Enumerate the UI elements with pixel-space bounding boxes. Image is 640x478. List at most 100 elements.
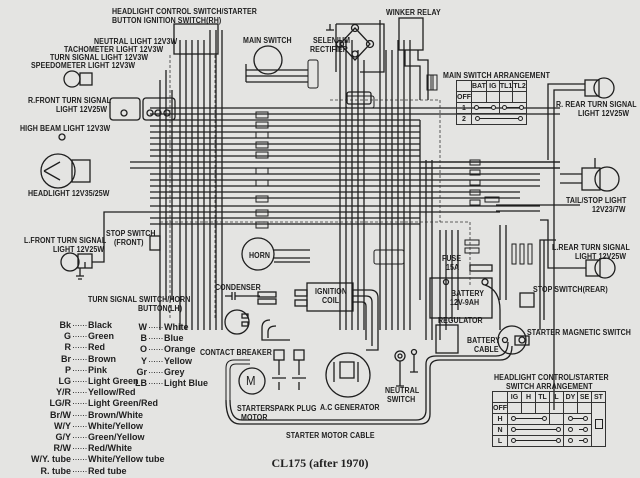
legend-dots: ······ bbox=[148, 366, 163, 377]
headlight-switch-header-row: IG H TL L DY SE ST bbox=[492, 391, 606, 403]
ignition-coil-box bbox=[306, 282, 354, 312]
legend-entry: Bk······Black bbox=[25, 320, 165, 331]
starter-magnetic-switch bbox=[497, 325, 527, 355]
starter-motor-body bbox=[238, 367, 266, 395]
legend-entry: W/Y. tube······White/Yellow tube bbox=[25, 454, 165, 465]
legend-color-name: Red/White bbox=[87, 443, 132, 454]
main-switch-row-off: OFF bbox=[456, 91, 527, 103]
legend-code: Br bbox=[60, 353, 71, 364]
header-tl: TL bbox=[535, 391, 550, 403]
l-rear-turn-signal-lamp bbox=[594, 257, 616, 279]
connection-ig-tl bbox=[507, 413, 550, 425]
legend-code: R bbox=[64, 342, 72, 353]
fuse-label: FUSE bbox=[442, 254, 462, 263]
legend-code: W bbox=[138, 322, 148, 332]
main-wire-harness bbox=[130, 20, 560, 340]
legend-entry: W······White bbox=[125, 322, 208, 333]
ignition-coil-label: IGNITION bbox=[315, 287, 347, 296]
legend-code: P bbox=[64, 364, 71, 375]
legend-dots: ······ bbox=[72, 320, 87, 330]
legend-entry: R······Red bbox=[25, 342, 165, 353]
legend-code: B bbox=[140, 333, 148, 344]
main-switch-header-row: BAT IG TL1 TL2 bbox=[456, 80, 527, 92]
regulator-box bbox=[435, 324, 459, 354]
legend-code: Y/R bbox=[55, 387, 71, 398]
legend-code: Y bbox=[140, 355, 147, 366]
main-switch-row-1: 1 bbox=[456, 102, 527, 114]
header-cell bbox=[492, 391, 508, 403]
connection-dy-se bbox=[563, 424, 592, 436]
main-switch-arrangement-label: MAIN SWITCH ARRANGEMENT bbox=[443, 71, 550, 80]
legend-entry: W/Y······White/Yellow bbox=[25, 421, 165, 432]
main-switch-arrangement-table: BAT IG TL1 TL2 OFF 1 2 bbox=[456, 80, 527, 125]
diagram-caption: CL175 (after 1970) bbox=[271, 456, 369, 470]
selenium-rectifier-label-2: RECTIFIER bbox=[310, 45, 348, 54]
legend-entry: Y/R······Yellow/Red bbox=[25, 387, 165, 398]
legend-color-name: Brown/White bbox=[87, 409, 143, 420]
condenser-label: CONDENSER bbox=[215, 283, 261, 292]
connector-blocks bbox=[255, 59, 533, 265]
legend-code: G/Y bbox=[55, 432, 71, 443]
horn-label: HORN bbox=[249, 251, 271, 260]
header-se: SE bbox=[577, 391, 592, 403]
pos-label: 2 bbox=[456, 113, 472, 125]
stop-switch-rear-label: STOP SWITCH(REAR) bbox=[533, 285, 608, 294]
legend-dots: ······ bbox=[72, 443, 87, 454]
pos-label: H bbox=[492, 413, 508, 425]
l-front-turn-signal-label: L.FRONT TURN SIGNAL bbox=[24, 236, 107, 245]
legend-dots: ······ bbox=[72, 420, 87, 431]
high-beam-light-label: HIGH BEAM LIGHT 12V3W bbox=[20, 124, 111, 133]
legend-dots: ······ bbox=[72, 398, 87, 409]
stop-switch-rear-box bbox=[519, 292, 535, 308]
legend-dots: ······ bbox=[72, 376, 87, 387]
pos-label: L bbox=[492, 435, 508, 447]
stop-switch-front-label-2: (FRONT) bbox=[114, 238, 144, 247]
stop-switch-front-label: STOP SWITCH bbox=[106, 229, 156, 238]
legend-code: LG/R bbox=[49, 398, 72, 409]
l-rear-turn-signal-label-2: LIGHT 12V25W bbox=[575, 252, 627, 261]
neutral-switch-label-2: SWITCH bbox=[387, 395, 416, 404]
legend-dots: ······ bbox=[72, 331, 87, 342]
legend-color-name: Yellow/Red bbox=[87, 387, 136, 398]
legend-code: LB bbox=[135, 378, 147, 389]
legend-entry: Gr······Grey bbox=[125, 367, 208, 378]
tachometer-light-label: TACHOMETER LIGHT 12V3W bbox=[64, 45, 164, 54]
legend-color-name: White bbox=[163, 322, 189, 332]
headlight-switch-row-l: L bbox=[492, 435, 606, 447]
legend-entry: G······Green bbox=[25, 331, 165, 342]
headlight-control-switch-label-2: BUTTON IGNITION SWITCH(RH) bbox=[112, 16, 222, 25]
legend-color-name: Brown bbox=[87, 353, 116, 364]
legend-dots: ······ bbox=[72, 465, 87, 476]
tail-stop-light-label-2: 12V23/7W bbox=[592, 205, 626, 214]
legend-color-name: Yellow bbox=[163, 355, 192, 366]
legend-entry: G/Y······Green/Yellow bbox=[25, 432, 165, 443]
legend-code: LG bbox=[58, 376, 72, 387]
r-front-turn-signal-lamp bbox=[63, 70, 81, 88]
legend-dots: ······ bbox=[72, 454, 87, 465]
main-switch-row-2: 2 bbox=[456, 113, 527, 125]
selenium-rectifier-label: SELENIUM bbox=[313, 36, 351, 45]
r-rear-turn-signal-lamp bbox=[593, 77, 615, 99]
legend-color-name: Green bbox=[87, 331, 114, 342]
battery-label: BATTERY bbox=[451, 289, 485, 298]
selenium-rectifier-bridge bbox=[339, 27, 371, 61]
ignition-coil-label-2: COIL bbox=[322, 296, 340, 305]
legend-color-name: Red bbox=[87, 342, 105, 353]
legend-dots: ······ bbox=[72, 432, 87, 443]
connection-dy-se bbox=[563, 413, 592, 425]
pos-label: 1 bbox=[456, 102, 472, 114]
headlight-arrangement-label: HEADLIGHT CONTROL/STARTER bbox=[494, 373, 609, 382]
legend-dots: ······ bbox=[148, 333, 163, 344]
main-switch-body bbox=[253, 45, 283, 75]
starter-button-symbol bbox=[591, 402, 606, 447]
headlight-switch-row-off: OFF bbox=[492, 402, 606, 447]
header-tl1: TL1 bbox=[498, 80, 514, 92]
legend-color-name: Orange bbox=[163, 344, 196, 355]
starter-motor-cable-label: STARTER MOTOR CABLE bbox=[286, 431, 375, 440]
header-dy: DY bbox=[563, 391, 578, 403]
starter-magnetic-switch-label: STARTER MAGNETIC SWITCH bbox=[527, 328, 631, 337]
headlight-lamp bbox=[40, 153, 76, 189]
fuse-holder bbox=[469, 264, 493, 272]
l-front-turn-signal-label-2: LIGHT 12V25W bbox=[53, 245, 105, 254]
